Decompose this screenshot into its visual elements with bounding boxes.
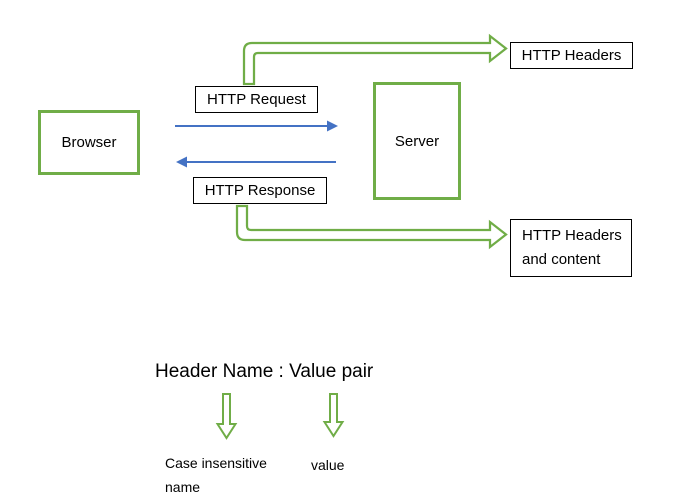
case-insensitive-note-line2: name [165, 479, 201, 495]
http-headers-content-line2: and content [522, 251, 601, 268]
http-headers-label: HTTP Headers [521, 47, 622, 64]
request-headers-elbow-arrow [242, 33, 508, 86]
http-request-label: HTTP Request [207, 91, 306, 108]
http-headers-content-line1: HTTP Headers [522, 227, 622, 244]
http-headers-box: HTTP Headers [510, 42, 633, 69]
header-name-down-arrow [215, 393, 238, 440]
value-down-arrow [322, 393, 345, 438]
request-arrow-head [327, 120, 338, 132]
server-node: Server [373, 82, 461, 200]
response-arrow-head [176, 156, 187, 168]
case-insensitive-note: Case insensitive name [165, 451, 267, 499]
value-note: value [311, 457, 345, 473]
response-headers-elbow-arrow [235, 204, 508, 250]
header-pair-title: Header Name : Value pair [155, 361, 374, 382]
http-headers-content-box: HTTP Headers and content [510, 219, 632, 277]
browser-label: Browser [61, 134, 117, 151]
http-response-label-box: HTTP Response [193, 177, 327, 204]
browser-node: Browser [38, 110, 140, 175]
http-request-label-box: HTTP Request [195, 86, 318, 113]
case-insensitive-note-line1: Case insensitive [165, 455, 267, 471]
server-label: Server [394, 132, 440, 150]
http-response-label: HTTP Response [204, 182, 316, 199]
